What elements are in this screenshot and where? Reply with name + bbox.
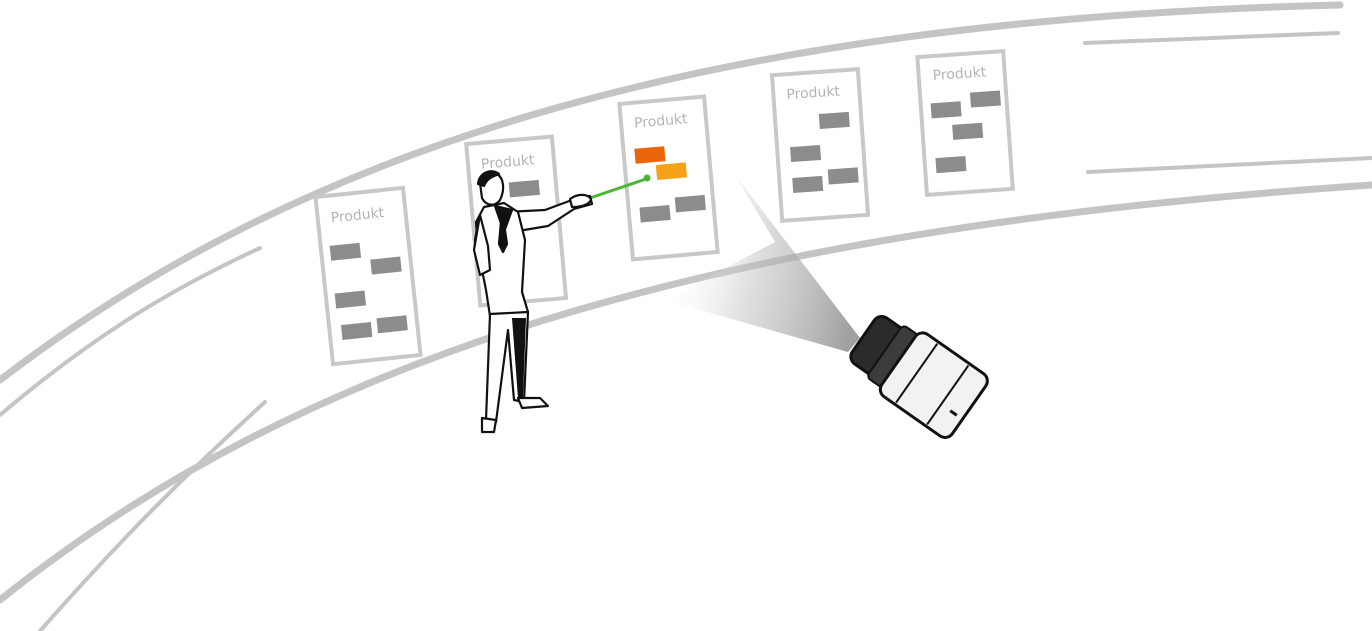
presenter-tie	[497, 208, 509, 254]
card-bar-orange-light	[655, 162, 688, 180]
track-right-line	[1086, 156, 1372, 174]
card-bar	[508, 179, 540, 198]
presenter-shoe	[480, 416, 498, 434]
card-label: Produkt	[932, 64, 987, 84]
card-3-highlighted: Produkt	[617, 94, 720, 262]
card-bar	[969, 90, 1001, 108]
camera-icon	[849, 314, 989, 439]
presenter-hand	[568, 193, 593, 209]
card-bar	[376, 315, 408, 334]
presenter-hair	[476, 170, 501, 188]
presenter-arm-left	[472, 213, 492, 277]
card-label: Produkt	[330, 205, 385, 227]
presenter-figure-icon	[472, 170, 594, 434]
presenter-arm	[503, 194, 594, 234]
card-bar-orange-dark	[634, 146, 666, 164]
presenter-shoe	[516, 396, 550, 410]
card-bar	[790, 145, 822, 163]
laser-beam	[588, 177, 648, 200]
card-4: Produkt	[769, 67, 871, 223]
track-top-right-line	[1083, 31, 1340, 45]
card-bar	[674, 194, 706, 213]
track-outer-inner-line	[0, 246, 262, 417]
card-label: Produkt	[633, 111, 688, 132]
card-bar	[827, 167, 859, 185]
card-bar	[370, 256, 402, 275]
card-bar	[952, 122, 984, 140]
track-inner-lower-line	[38, 400, 267, 631]
camera-body	[878, 331, 989, 439]
track-outer-line	[0, 1, 1344, 384]
card-bar	[329, 242, 362, 261]
laser-pointer-icon	[588, 174, 651, 200]
card-bar	[340, 321, 373, 341]
card-bar	[639, 204, 671, 223]
card-label: Produkt	[786, 83, 841, 103]
camera-body-edge	[895, 343, 939, 404]
presenter-leg-shadow	[512, 318, 526, 398]
card-bar	[792, 175, 824, 193]
card-1: Produkt	[313, 185, 423, 367]
card-bar	[935, 156, 967, 174]
card-bar	[334, 290, 367, 309]
card-5: Produkt	[915, 49, 1015, 197]
laser-dot	[643, 174, 651, 182]
card-bar	[818, 111, 850, 129]
card-bar	[930, 101, 962, 119]
camera-body-edge	[926, 364, 970, 426]
track-inner-line	[0, 181, 1372, 604]
card-label: Produkt	[480, 152, 535, 173]
camera-beam	[665, 175, 860, 352]
camera-indicator	[949, 409, 958, 417]
